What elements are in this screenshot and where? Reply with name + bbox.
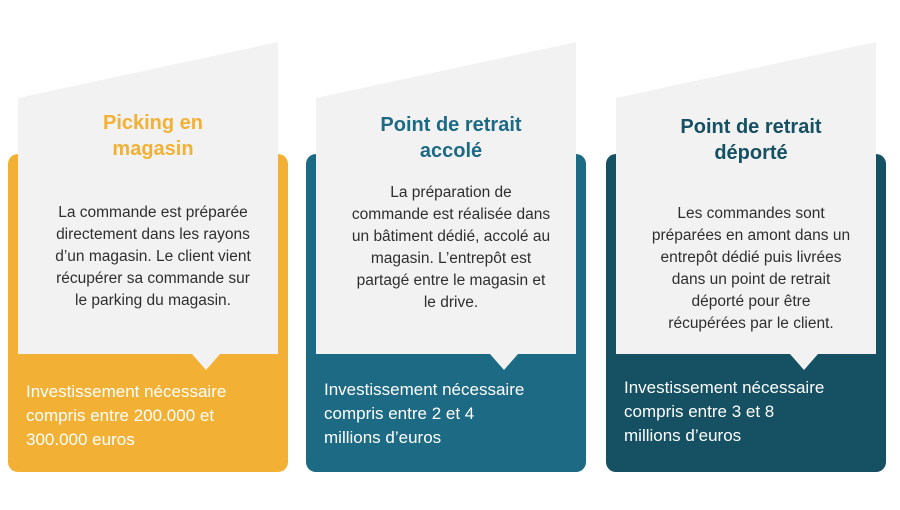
card-title-line: Point de retrait [380,114,522,136]
card-investment-line: Investissement nécessaire [324,380,525,399]
card-description-line: La préparation de [390,184,512,201]
card-investment-line: compris entre 200.000 et [26,406,215,425]
card-title-line: magasin [112,138,194,160]
card-investment-line: Investissement nécessaire [624,378,825,397]
card-panel [316,42,576,370]
card-description-line: dans un point de retrait [671,271,831,288]
card-title-line: accolé [419,140,483,162]
card-background [8,42,288,472]
card-title: Point de retrait déporté [626,114,876,166]
card-description-line: préparées en amont dans un [651,227,851,244]
card-description-line: commande est réalisée dans [351,206,551,223]
card-description-line: partagé entre le magasin et [356,272,546,289]
card-title: Point de retrait accolé [326,112,576,164]
card-panel [18,42,278,370]
card-title-line: déporté [714,142,788,164]
card-description: Les commandes sont préparées en amont da… [628,203,874,335]
card-panel [616,42,876,370]
card-investment-line: compris entre 2 et 4 [324,404,475,423]
card-description-line: entrepôt dédié puis livrées [660,249,842,266]
card-description-line: récupérées par le client. [668,315,834,332]
card-background [606,42,886,472]
card-description-line: un bâtiment dédié, accolé au [351,228,551,245]
card-investment: Investissement nécessaire compris entre … [324,378,586,450]
card-investment-line: millions d’euros [624,426,742,445]
card-investment-line: Investissement nécessaire [26,382,227,401]
card-picking-en-magasin: Picking en magasin La commande est prépa… [8,38,298,510]
card-description-line: récupérer sa commande sur [56,270,250,287]
card-description-line: Les commandes sont [677,205,825,222]
card-investment-line: millions d’euros [324,428,442,447]
card-description-line: le parking du magasin. [75,292,231,309]
card-description-line: La commande est préparée [58,204,248,221]
card-investment: Investissement nécessaire compris entre … [26,380,288,452]
card-description-line: le drive. [423,294,479,311]
card-background [306,42,586,472]
card-point-de-retrait-accole: Point de retrait accolé La préparation d… [306,38,596,510]
card-description: La préparation de commande est réalisée … [328,182,574,314]
card-description-line: magasin. L’entrepôt est [370,250,532,267]
card-description: La commande est préparée directement dan… [30,202,276,312]
card-title-line: Picking en [102,112,204,134]
card-point-de-retrait-deporte: Point de retrait déporté Les commandes s… [606,38,896,510]
card-description-line: directement dans les rayons [56,226,250,243]
card-title: Picking en magasin [28,110,278,162]
card-description-line: d’un magasin. Le client vient [55,248,251,265]
card-investment-line: 300.000 euros [26,430,135,449]
card-title-line: Point de retrait [680,116,822,138]
card-description-line: déporté pour être [691,293,811,310]
card-investment-line: compris entre 3 et 8 [624,402,775,421]
card-investment: Investissement nécessaire compris entre … [624,376,886,448]
